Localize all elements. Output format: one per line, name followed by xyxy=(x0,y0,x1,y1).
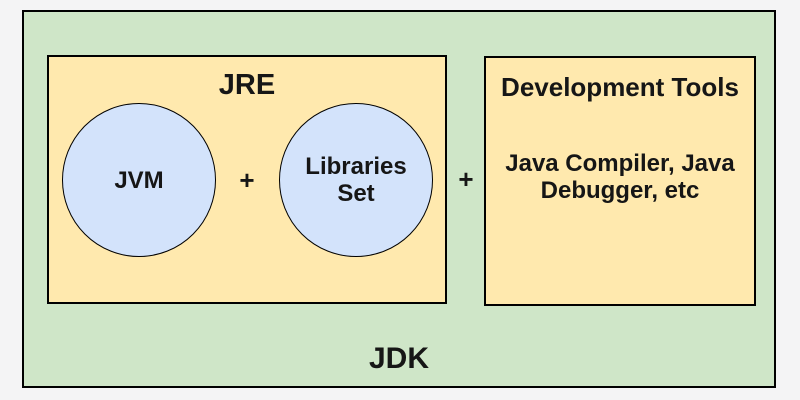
jvm-label: JVM xyxy=(114,166,164,194)
libraries-circle: Libraries Set xyxy=(279,103,433,257)
jvm-circle: JVM xyxy=(62,103,216,257)
jre-title: JRE xyxy=(218,69,276,101)
devtools-title: Development Tools xyxy=(501,72,739,102)
libraries-label-line1: Libraries xyxy=(305,153,407,180)
devtools-content-line2: Debugger, etc xyxy=(540,177,700,204)
jdk-container: JRE JVM + Libraries Set + Development To… xyxy=(22,10,776,388)
libraries-label-line2: Set xyxy=(337,180,375,207)
devtools-content: Java Compiler, Java Debugger, etc xyxy=(486,150,754,204)
plus-sign-jre-devtools: + xyxy=(458,163,474,194)
jre-container: JRE JVM + Libraries Set xyxy=(47,55,447,304)
jdk-label: JDK xyxy=(368,342,429,375)
plus-sign-jvm-libraries: + xyxy=(239,164,255,195)
devtools-container: Development Tools Java Compiler, Java De… xyxy=(484,56,756,306)
devtools-content-line1: Java Compiler, Java xyxy=(505,150,735,177)
